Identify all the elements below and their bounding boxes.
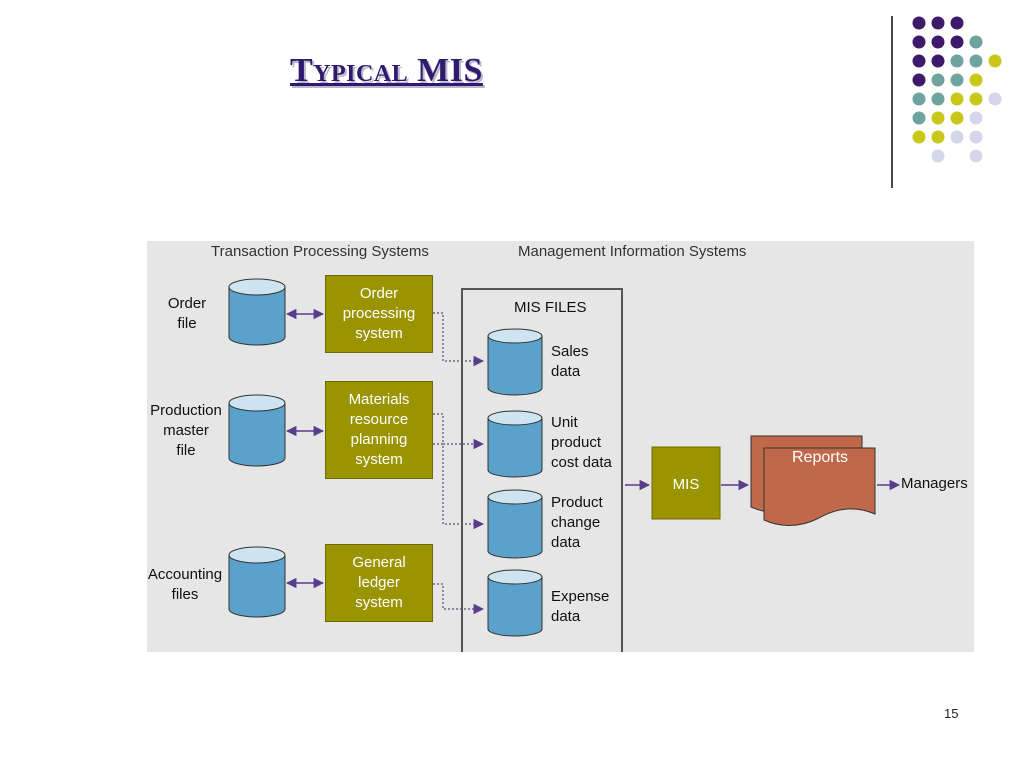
mis-label: MIS xyxy=(672,476,700,493)
production-master-file-label: Production master file xyxy=(150,402,222,459)
order-processing-system-box: Order processing system xyxy=(325,275,433,353)
decorative-dot xyxy=(931,111,945,125)
product-change-db-icon xyxy=(487,489,543,559)
page-number: 15 xyxy=(944,706,959,721)
reports-document-icon xyxy=(750,435,876,526)
accounting-files-db-icon xyxy=(228,546,286,618)
decorative-dot xyxy=(912,16,926,30)
decorative-dot xyxy=(969,54,983,68)
decorative-dot xyxy=(931,73,945,87)
decorative-dot xyxy=(988,54,1002,68)
decorative-dot xyxy=(912,130,926,144)
decorative-dot xyxy=(969,73,983,87)
decorative-dot xyxy=(931,35,945,49)
decorative-dot xyxy=(912,73,926,87)
decorative-dot xyxy=(912,35,926,49)
decorative-dot xyxy=(969,111,983,125)
decorative-dot xyxy=(931,54,945,68)
decorative-dot xyxy=(931,149,945,163)
decorative-dot xyxy=(931,16,945,30)
reports-label: Reports xyxy=(791,449,849,466)
decorative-divider xyxy=(891,16,893,188)
decorative-dot-grid xyxy=(912,16,1002,163)
mis-files-container xyxy=(461,288,623,652)
order-file-label: Order file xyxy=(167,295,207,332)
expense-data-label: Expense data xyxy=(551,588,610,625)
order-to-sales-connector xyxy=(433,312,485,367)
decorative-dot xyxy=(912,92,926,106)
unit-product-cost-db-icon xyxy=(487,410,543,478)
accounting-files-label: Accounting files xyxy=(147,566,223,603)
order-file-db-icon xyxy=(228,278,286,346)
decorative-dot xyxy=(912,111,926,125)
decorative-dot xyxy=(950,16,964,30)
decorative-dot xyxy=(950,35,964,49)
mrp-to-change-connector xyxy=(433,443,485,530)
decorative-dot xyxy=(950,54,964,68)
mis-diagram: Transaction Processing Systems Managemen… xyxy=(147,241,974,652)
product-change-label: Product change data xyxy=(551,494,603,551)
decorative-dot xyxy=(950,73,964,87)
unit-product-cost-label: Unit product cost data xyxy=(551,414,612,471)
sales-data-db-icon xyxy=(487,328,543,396)
mis-header: Management Information Systems xyxy=(518,243,747,260)
diagram-graphics xyxy=(228,278,901,637)
ledger-to-expense-connector xyxy=(433,583,485,615)
decorative-dot xyxy=(988,92,1002,106)
decorative-dot xyxy=(931,130,945,144)
mrp-to-cost-connector xyxy=(433,413,485,450)
decorative-dot xyxy=(912,54,926,68)
tps-header: Transaction Processing Systems xyxy=(211,243,429,260)
general-ledger-system-box: General ledger system xyxy=(325,544,433,622)
decorative-dot xyxy=(969,35,983,49)
decorative-dot xyxy=(931,92,945,106)
decorative-dot xyxy=(969,130,983,144)
mis-files-title: MIS FILES xyxy=(514,299,587,316)
decorative-dot xyxy=(969,149,983,163)
decorative-dot xyxy=(950,111,964,125)
sales-data-label: Sales data xyxy=(551,343,589,380)
production-master-file-db-icon xyxy=(228,394,286,467)
mis-box xyxy=(651,446,721,520)
managers-label: Managers xyxy=(901,475,968,492)
decorative-dot xyxy=(950,92,964,106)
decorative-dot xyxy=(950,130,964,144)
expense-data-db-icon xyxy=(487,569,543,637)
materials-resource-planning-box: Materials resource planning system xyxy=(325,381,433,479)
decorative-dot xyxy=(969,92,983,106)
slide-title: Typical MIS xyxy=(290,52,483,89)
